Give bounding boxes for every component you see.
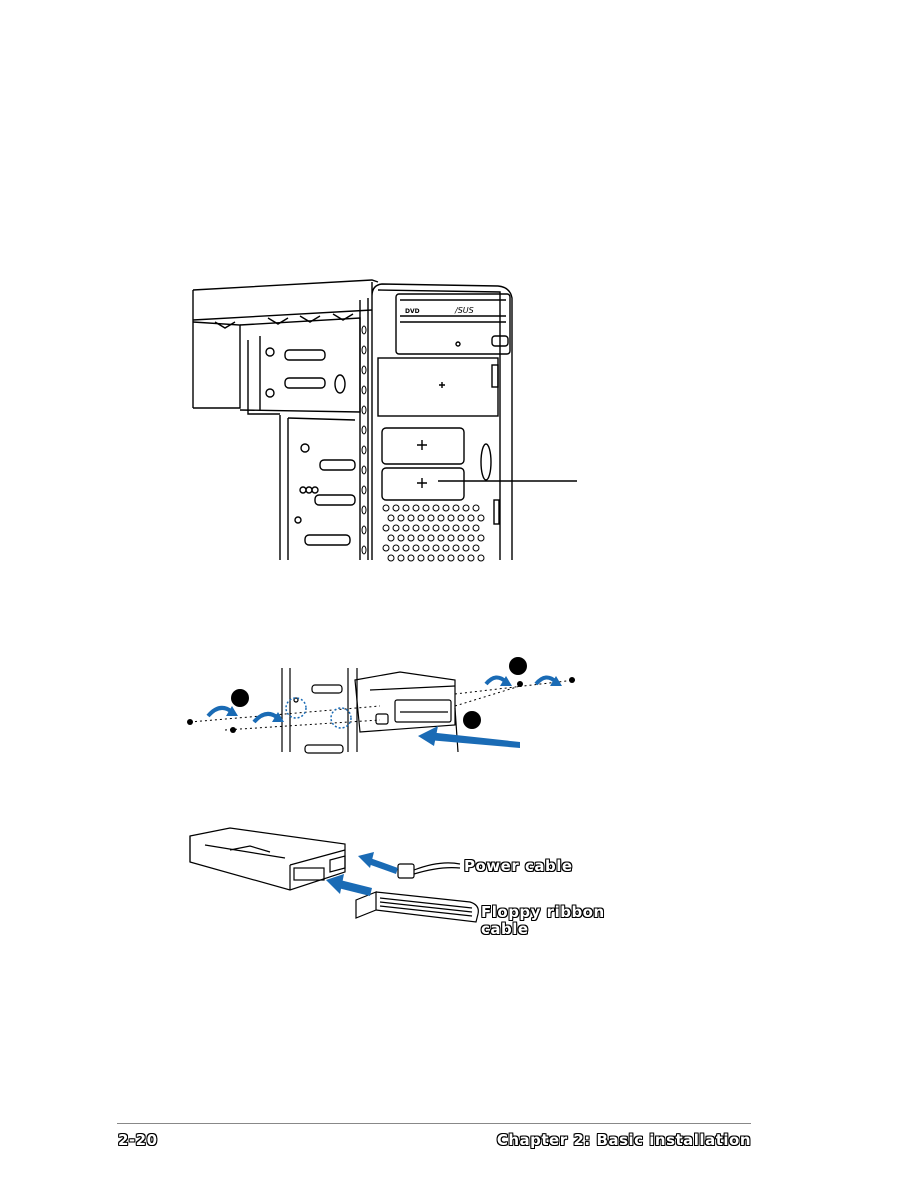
floppy-install-illustration <box>187 657 576 754</box>
chassis-bay-illustration: DVD /SUS <box>192 279 577 562</box>
chapter-title: Chapter 2: Basic installation <box>496 1131 751 1149</box>
floppy-cable-illustration <box>189 827 479 923</box>
step-marker-3 <box>463 711 481 729</box>
page-number: 2-20 <box>118 1131 158 1149</box>
ribbon-cable-label-line2: cable <box>481 920 529 938</box>
power-cable-label: Power cable <box>464 857 573 875</box>
step-marker-1 <box>231 689 249 707</box>
ribbon-cable-label-line1: Floppy ribbon <box>481 903 605 921</box>
asus-logo: /SUS <box>454 306 474 315</box>
vent-holes <box>382 504 485 562</box>
footer-divider <box>117 1123 751 1124</box>
dvd-logo: DVD <box>405 308 420 315</box>
step-marker-2 <box>509 657 527 675</box>
